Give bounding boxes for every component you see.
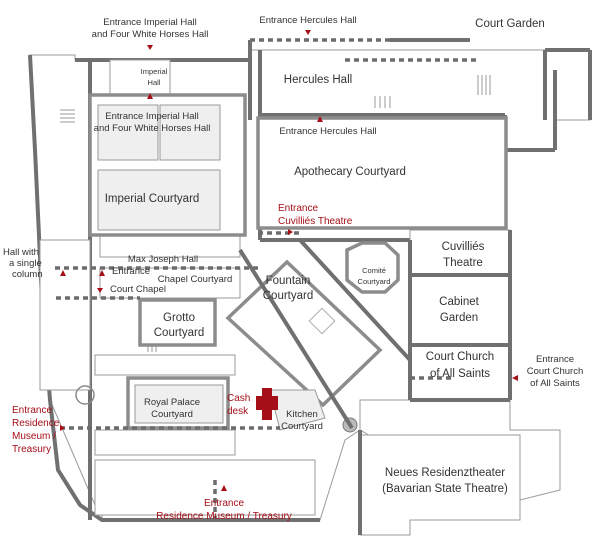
label-neues-residenztheater-line1: Neues Residenztheater [385,467,505,479]
label-court-garden: Court Garden [475,18,545,30]
arrow-entrance-imperial-top-icon [147,45,153,50]
label-entrance-imperial-top-line2: and Four White Horses Hall [92,29,209,40]
label-cabinet-garden-line2: Garden [440,312,478,324]
arrow-hall-single-column-icon [60,270,66,276]
courtyards [88,93,508,431]
label-entrance-residence-left-line2: Residence [12,418,60,429]
label-royal-palace-courtyard-line1: Royal Palace [144,397,200,408]
label-entrance-residence-bottom-line2: Residence Museum / Treasury [156,511,292,522]
arrow-entrance-small-icon [99,270,105,276]
label-grotto-courtyard-line2: Courtyard [154,327,205,339]
label-court-church-line1: Court Church [426,351,494,363]
label-hall-single-column-line1: Hall with [3,247,39,258]
label-entrance-residence-left-line3: Museum / [12,431,56,442]
stairs-hatches [60,75,491,352]
passages [55,58,480,520]
label-kitchen-courtyard-line2: Courtyard [281,421,323,432]
label-entrance-imperial-inner-line2: and Four White Horses Hall [94,123,211,134]
label-cuvillies-theatre-line1: Cuvilliés [442,241,485,253]
label-royal-palace-courtyard-line2: Courtyard [151,409,193,420]
label-hall-single-column-line3: column [12,269,43,280]
label-entrance-imperial-top-line1: Entrance Imperial Hall [103,17,196,28]
label-entrance-residence-left-line1: Entrance [12,405,52,416]
label-fountain-courtyard-line2: Courtyard [263,290,314,302]
label-hercules-hall: Hercules Hall [284,74,352,86]
label-entrance-hercules-top: Entrance Hercules Hall [259,15,356,26]
entrance-arrows [60,30,518,491]
arrow-entrance-residence-left-icon [60,425,65,431]
label-court-chapel: Court Chapel [110,284,166,295]
label-entrance-residence-left-line4: Treasury [12,444,51,455]
arrow-entrance-hercules-top-icon [305,30,311,35]
label-entrance-hercules-inner: Entrance Hercules Hall [279,126,376,137]
arrow-entrance-imperial-inner-icon [147,93,153,99]
label-grotto-courtyard-line1: Grotto [163,312,195,324]
label-max-joseph-hall: Max Joseph Hall [128,254,198,265]
label-hall-single-column-line2: a single [9,258,42,269]
label-comite-courtyard-line1: Comité [362,266,386,275]
label-fountain-courtyard-line1: Fountain [266,275,311,287]
arrow-entrance-residence-bottom-icon [221,485,227,491]
label-entrance-cuvillies-line2: Cuvilliés Theatre [278,216,353,227]
label-entrance-small: Entrance [112,266,150,277]
label-imperial-courtyard: Imperial Courtyard [105,193,200,205]
label-imperial-hall-line1: Imperial [141,67,168,76]
label-entrance-court-church-line2: Court Church [527,366,584,377]
label-entrance-imperial-inner-line1: Entrance Imperial Hall [105,111,198,122]
arrow-court-chapel-icon [97,288,103,293]
label-court-church-line2: of All Saints [430,368,490,380]
map-labels: Entrance Imperial Hall and Four White Ho… [3,15,583,522]
label-comite-courtyard-line2: Courtyard [358,277,391,286]
arrow-entrance-hercules-inner-icon [317,116,323,122]
label-cash-desk-line1: Cash [227,393,250,404]
label-chapel-courtyard: Chapel Courtyard [158,274,232,285]
label-entrance-cuvillies-line1: Entrance [278,203,318,214]
label-neues-residenztheater-line2: (Bavarian State Theatre) [382,483,508,495]
cash-desk-marker [256,388,278,420]
label-cash-desk-line2: desk [227,406,249,417]
label-cuvillies-theatre-line2: Theatre [443,257,483,269]
label-kitchen-courtyard-line1: Kitchen [286,409,318,420]
label-imperial-hall-line2: Hall [148,78,161,87]
label-cabinet-garden-line1: Cabinet [439,296,479,308]
label-apothecary-courtyard: Apothecary Courtyard [294,166,406,178]
label-entrance-court-church-line3: of All Saints [530,378,580,389]
arrow-entrance-cuvillies-icon [288,229,293,235]
label-entrance-residence-bottom-line1: Entrance [204,498,244,509]
label-entrance-court-church-line1: Entrance [536,354,574,365]
arrow-entrance-court-church-icon [512,375,518,381]
